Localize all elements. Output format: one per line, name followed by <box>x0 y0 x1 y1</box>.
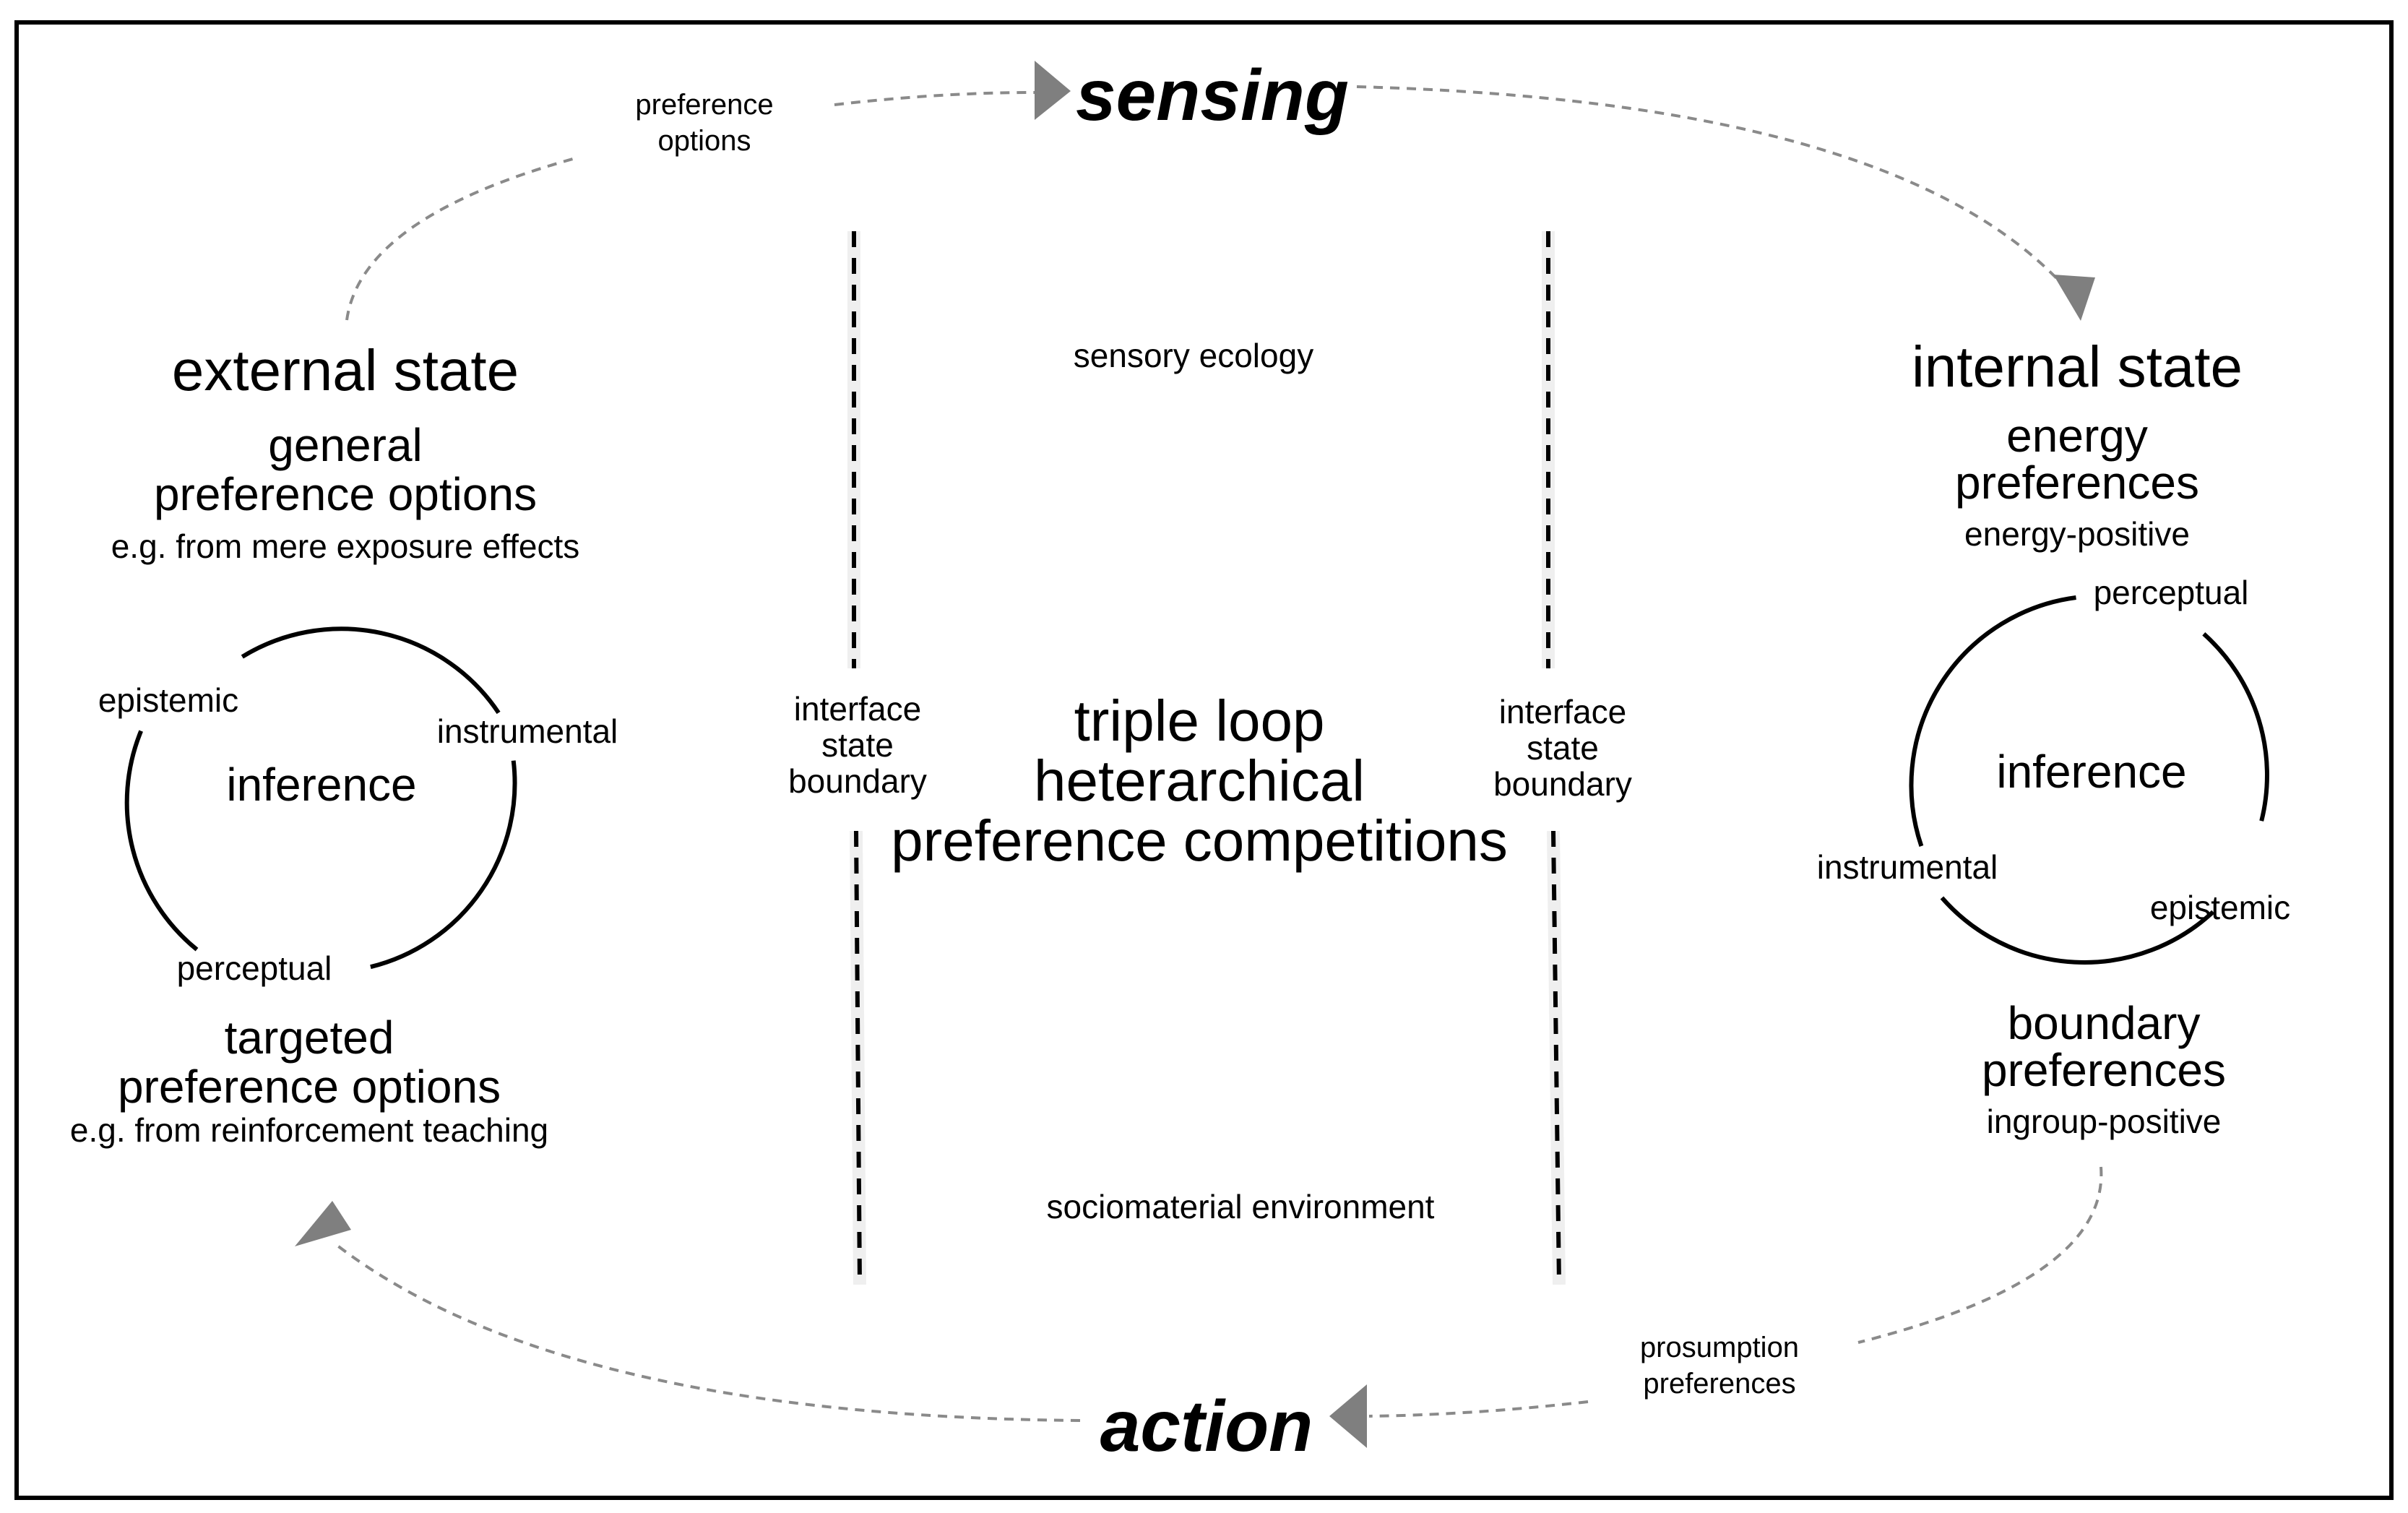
flow-external-to-preference-options <box>345 156 579 321</box>
prosumption-preferences-label-line2: preferences <box>1643 1368 1795 1400</box>
external-epistemic-label: epistemic <box>98 681 238 719</box>
energy-preferences-line2: preferences <box>1955 457 2199 509</box>
flow-sensing-to-internal-state <box>1356 85 2065 287</box>
right-boundary-label-line1: interface <box>1499 693 1626 730</box>
internal-inference-loop <box>1909 595 2269 965</box>
general-preference-options-line1: general <box>268 419 423 471</box>
boundary-preference-example: ingroup-positive <box>1987 1103 2222 1140</box>
external-state-title: external state <box>172 338 519 402</box>
sensing-label: sensing <box>1076 55 1349 136</box>
flow-preference-options-to-sensing <box>834 91 1035 106</box>
sensory-ecology-label: sensory ecology <box>1074 337 1313 374</box>
energy-preferences-line1: energy <box>2006 410 2148 462</box>
external-state-arrowhead <box>295 1201 351 1246</box>
internal-inference-label: inference <box>1996 746 2186 798</box>
left-boundary-label-line2: state <box>821 726 894 764</box>
targeted-preference-options-line1: targeted <box>225 1012 394 1064</box>
sensing-arrowhead <box>1035 61 1071 120</box>
flow-prosumption-to-action <box>1368 1400 1589 1418</box>
preference-options-label-line2: options <box>658 125 751 157</box>
general-preference-options-line2: preference options <box>154 468 537 520</box>
left-boundary-label-line3: boundary <box>788 762 927 800</box>
center-heading-line3: preference competitions <box>891 809 1508 873</box>
boundary-preferences-line1: boundary <box>2008 997 2201 1049</box>
right-boundary-label-line2: state <box>1527 729 1599 767</box>
internal-state-arrowhead <box>2053 275 2095 321</box>
external-instrumental-label: instrumental <box>437 712 618 750</box>
sociomaterial-environment-label: sociomaterial environment <box>1047 1188 1435 1225</box>
internal-epistemic-label: epistemic <box>2150 889 2290 926</box>
internal-state-title: internal state <box>1912 335 2243 399</box>
boundary-preferences-line2: preferences <box>1982 1044 2226 1096</box>
action-arrowhead <box>1329 1384 1367 1448</box>
internal-instrumental-label: instrumental <box>1817 848 1998 886</box>
flow-boundary-to-prosumption <box>1857 1166 2103 1344</box>
energy-preference-example: energy-positive <box>1964 515 2190 553</box>
external-inference-loop <box>124 626 517 970</box>
right-boundary-label-line3: boundary <box>1493 765 1632 803</box>
preference-options-label-line1: preference <box>635 89 773 121</box>
action-label: action <box>1100 1386 1313 1467</box>
flow-action-to-external-state <box>332 1241 1081 1422</box>
targeted-preference-example: e.g. from reinforcement teaching <box>70 1111 548 1149</box>
internal-perceptual-label: perceptual <box>2094 574 2249 611</box>
center-heading-line2: heterarchical <box>1034 749 1365 813</box>
center-heading-line1: triple loop <box>1074 689 1325 753</box>
external-perceptual-label: perceptual <box>177 949 332 987</box>
left-boundary-label-line1: interface <box>794 690 921 728</box>
diagram-frame <box>14 20 2394 1500</box>
targeted-preference-options-line2: preference options <box>118 1061 501 1113</box>
left-boundary-line-lower <box>854 830 862 1285</box>
external-inference-label: inference <box>226 759 416 811</box>
general-preference-example: e.g. from mere exposure effects <box>111 527 580 565</box>
prosumption-preferences-label-line1: prosumption <box>1640 1332 1799 1363</box>
right-boundary-line-lower <box>1551 830 1561 1285</box>
